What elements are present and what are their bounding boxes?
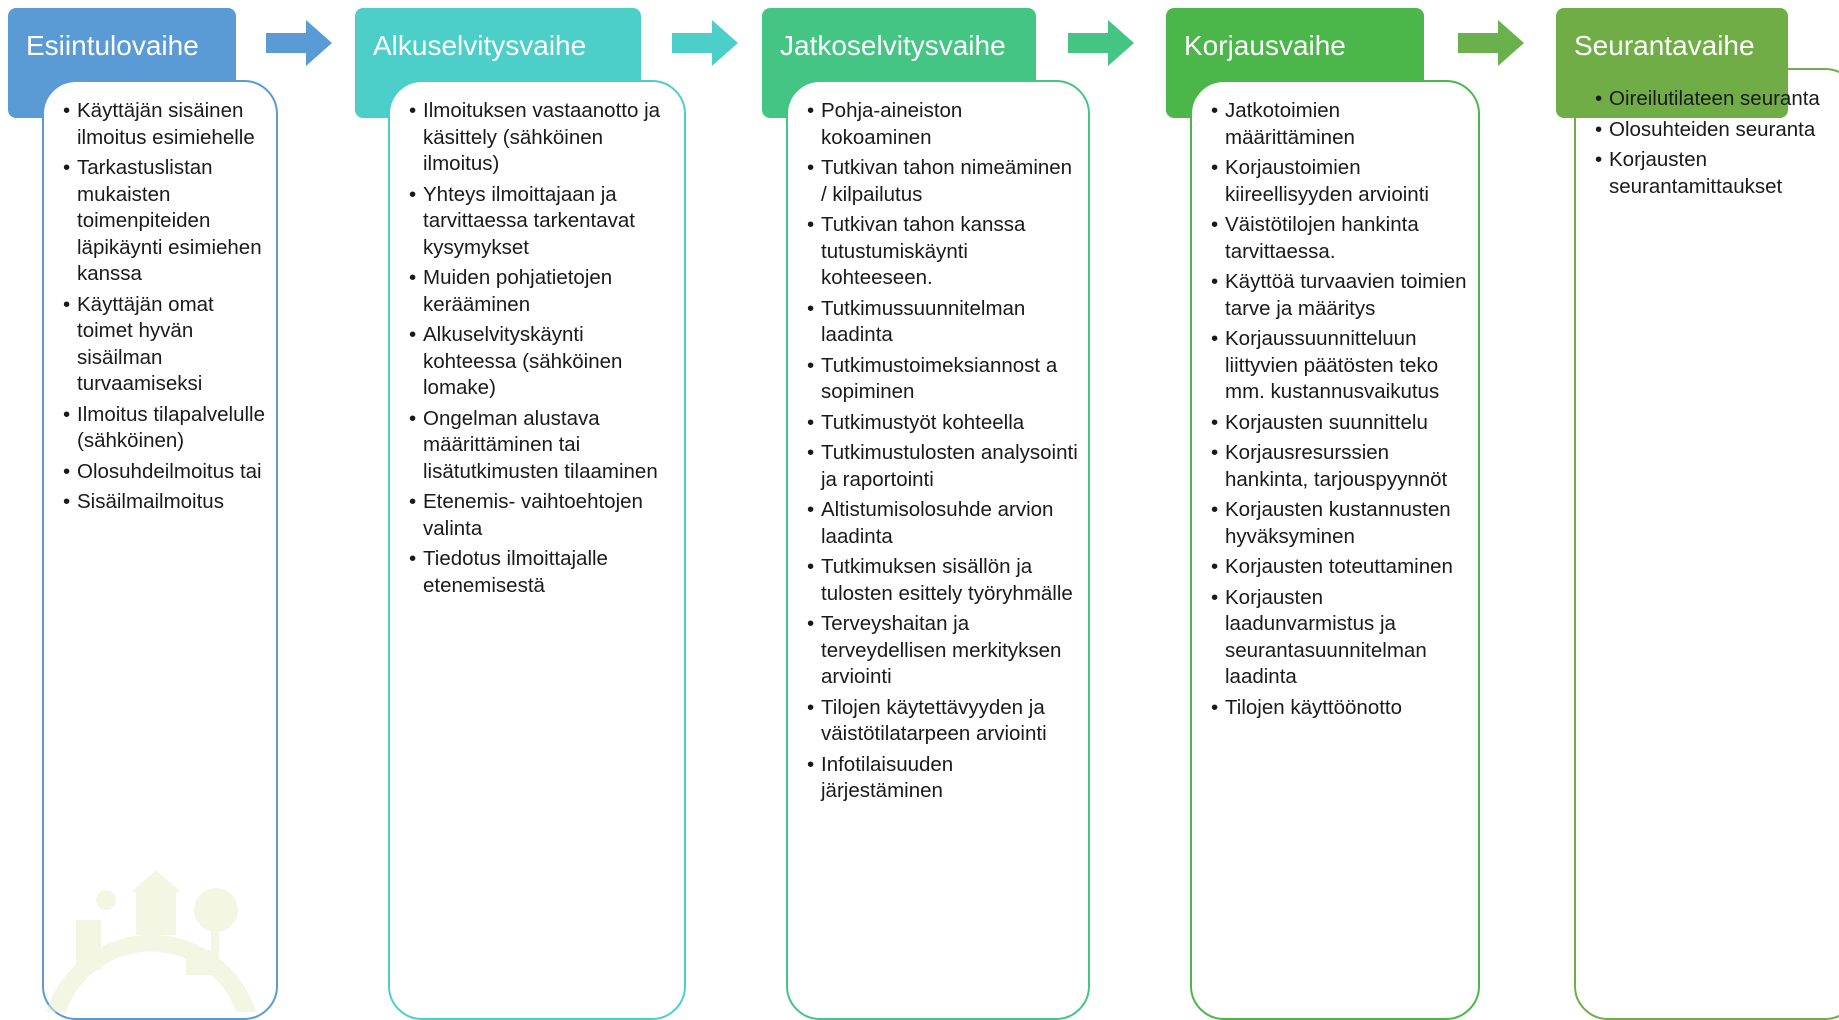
phase-item: Altistumisolosuhde arvion laadinta [807, 497, 1078, 550]
phase-item: Käyttöä turvaavien toimien tarve ja määr… [1211, 269, 1468, 322]
phase-item: Tilojen käyttöönotto [1211, 695, 1468, 722]
phase-item: Käyttäjän omat toimet hyvän sisäilman tu… [63, 292, 266, 398]
right-arrow-icon [1068, 20, 1134, 66]
phase-item: Etenemis- vaihtoehtojen valinta [409, 489, 674, 542]
right-arrow-icon [1458, 20, 1524, 66]
phase-item: Terveyshaitan ja terveydellisen merkityk… [807, 611, 1078, 691]
phase-item: Korjausten toteuttaminen [1211, 554, 1468, 581]
phase-card-alkuselvitysvaihe: Ilmoituksen vastaanotto ja käsittely (sä… [388, 80, 686, 1020]
phase-item: Yhteys ilmoittajaan ja tarvittaessa tark… [409, 182, 674, 262]
phase-item: Pohja-aineiston kokoaminen [807, 98, 1078, 151]
phase-item: Infotilaisuuden järjestäminen [807, 752, 1078, 805]
phase-item: Tutkivan tahon nimeäminen / kilpailutus [807, 155, 1078, 208]
phase-item: Tutkimustyöt kohteella [807, 410, 1078, 437]
phase-item: Korjaustoimien kiireellisyyden arviointi [1211, 155, 1468, 208]
phase-item: Sisäilmailmoitus [63, 489, 266, 516]
town-globe-logo-icon [36, 870, 266, 1012]
phase-item-list: Ilmoituksen vastaanotto ja käsittely (sä… [409, 98, 674, 599]
phase-title: Alkuselvitysvaihe [373, 30, 587, 61]
phase-item-list: Oireilutilateen seuranta Olosuhteiden se… [1595, 86, 1839, 200]
phase-title: Jatkoselvitysvaihe [780, 30, 1006, 61]
phase-item: Väistötilojen hankinta tarvittaessa. [1211, 212, 1468, 265]
phase-item: Tutkivan tahon kanssa tutustumiskäynti k… [807, 212, 1078, 292]
phase-item: Ilmoitus tilapalvelulle (sähköinen) [63, 402, 266, 455]
phase-item: Alkuselvityskäynti kohteessa (sähköinen … [409, 322, 674, 402]
phase-item: Tilojen käytettävyyden ja väistötilatarp… [807, 695, 1078, 748]
phase-card-esiintulovaihe: Käyttäjän sisäinen ilmoitus esimiehelle … [42, 80, 278, 1020]
phase-card-jatkoselvitysvaihe: Pohja-aineiston kokoaminen Tutkivan taho… [786, 80, 1090, 1020]
phase-item-list: Pohja-aineiston kokoaminen Tutkivan taho… [807, 98, 1078, 805]
phase-card-korjausvaihe: Jatkotoimien määrittäminen Korjaustoimie… [1190, 80, 1480, 1020]
phase-item: Korjausten seurantamittaukset [1595, 147, 1839, 200]
phase-item: Korjausresurssien hankinta, tarjouspyynn… [1211, 440, 1468, 493]
phase-card-seurantavaihe: Oireilutilateen seuranta Olosuhteiden se… [1574, 68, 1839, 1020]
phase-item: Käyttäjän sisäinen ilmoitus esimiehelle [63, 98, 266, 151]
phase-item: Tutkimustoimeksiannost a sopiminen [807, 353, 1078, 406]
phase-item: Korjaussuunnitteluun liittyvien päätöste… [1211, 326, 1468, 406]
phase-title: Esiintulovaihe [26, 30, 199, 61]
phase-item: Olosuhdeilmoitus tai [63, 459, 266, 486]
phase-title: Seurantavaihe [1574, 30, 1755, 61]
phase-item: Korjausten laadunvarmistus ja seurantasu… [1211, 585, 1468, 691]
phase-item-list: Jatkotoimien määrittäminen Korjaustoimie… [1211, 98, 1468, 722]
phase-item: Jatkotoimien määrittäminen [1211, 98, 1468, 151]
phase-item: Ilmoituksen vastaanotto ja käsittely (sä… [409, 98, 674, 178]
phase-item: Oireilutilateen seuranta [1595, 86, 1839, 113]
phase-item: Olosuhteiden seuranta [1595, 117, 1839, 144]
right-arrow-icon [266, 20, 332, 66]
right-arrow-icon [672, 20, 738, 66]
phase-title: Korjausvaihe [1184, 30, 1346, 61]
phase-item: Tutkimussuunnitelman laadinta [807, 296, 1078, 349]
phase-item: Tiedotus ilmoittajalle etenemisestä [409, 546, 674, 599]
phase-item: Tutkimustulosten analysointi ja raportoi… [807, 440, 1078, 493]
phase-item: Ongelman alustava määrittäminen tai lisä… [409, 406, 674, 486]
phase-item: Tarkastuslistan mukaisten toimenpiteiden… [63, 155, 266, 288]
phase-item: Korjausten suunnittelu [1211, 410, 1468, 437]
phase-item: Tutkimuksen sisällön ja tulosten esittel… [807, 554, 1078, 607]
phase-item: Muiden pohjatietojen kerääminen [409, 265, 674, 318]
phase-item-list: Käyttäjän sisäinen ilmoitus esimiehelle … [63, 98, 266, 516]
phase-item: Korjausten kustannusten hyväksyminen [1211, 497, 1468, 550]
